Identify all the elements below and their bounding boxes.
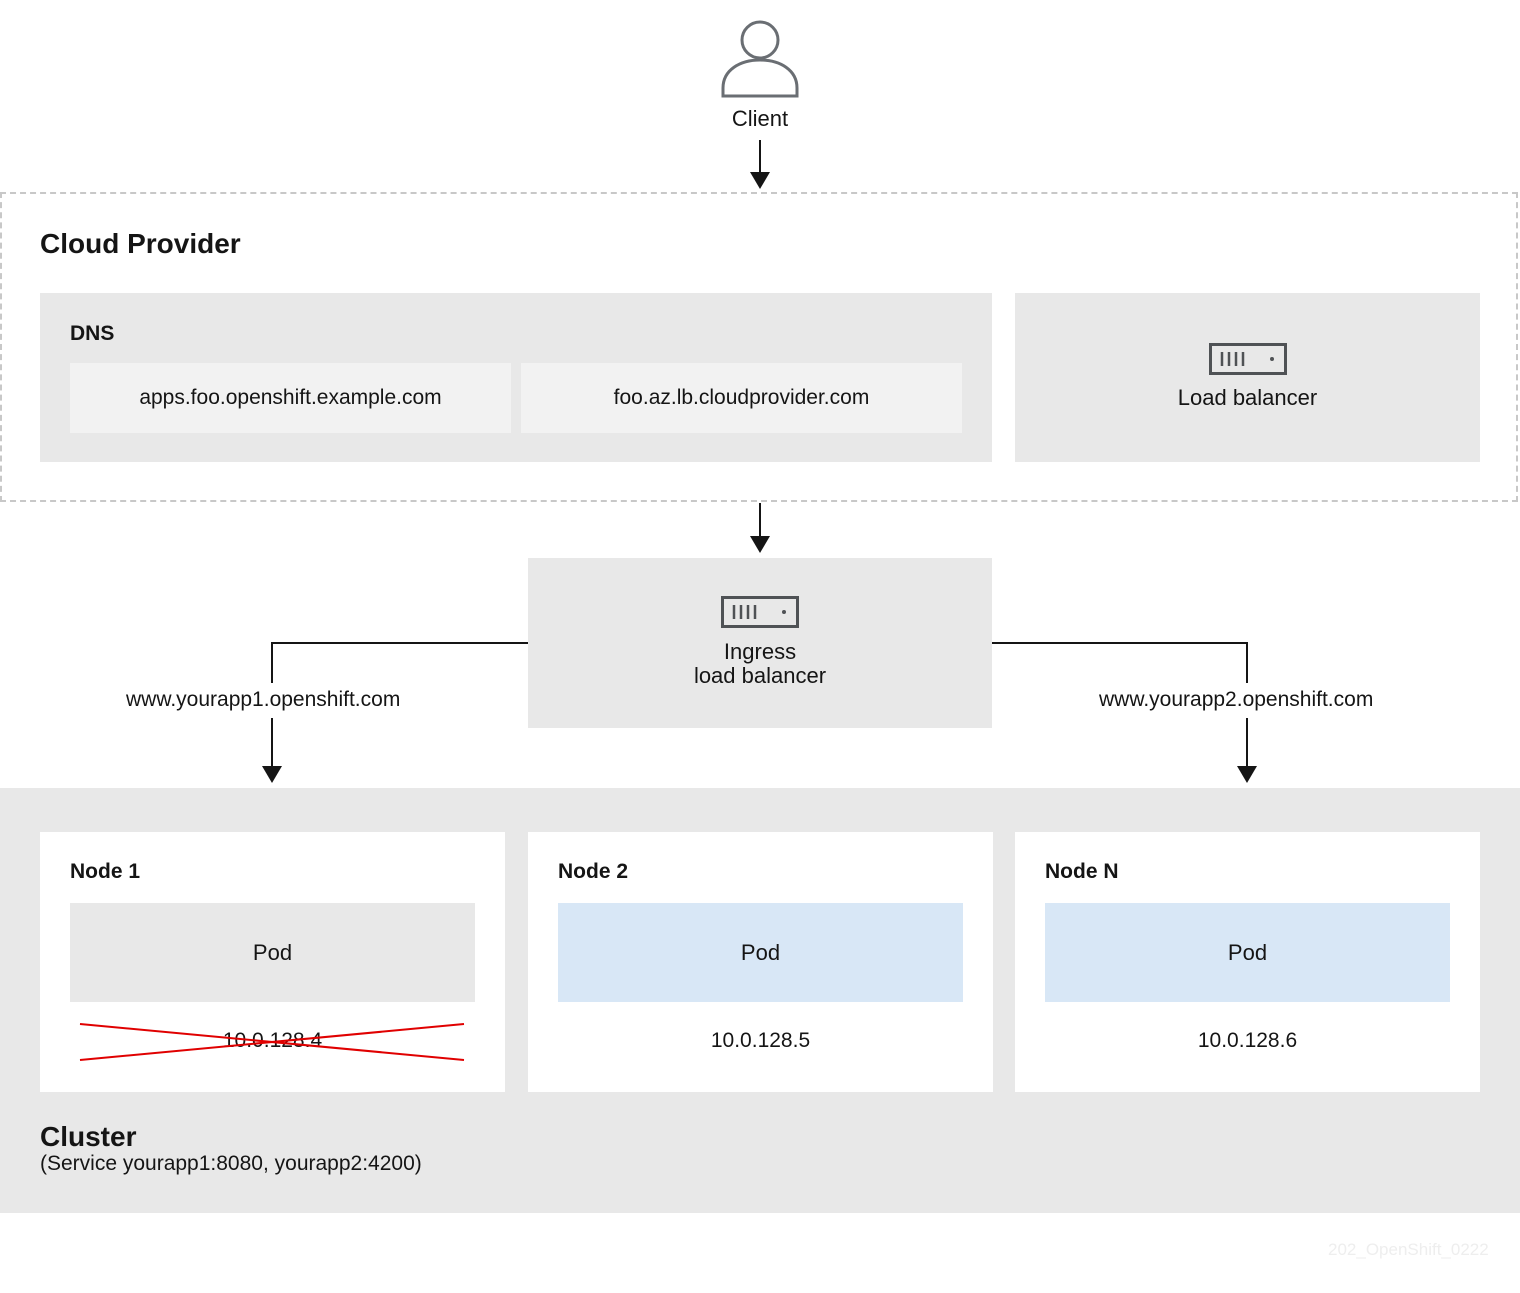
- cross-out-mark: [79, 1023, 465, 1061]
- route-label-yourapp2: www.yourapp2.openshift.com: [1099, 688, 1374, 712]
- ingress-panel: [528, 558, 992, 728]
- node-title: Node N: [1045, 860, 1119, 883]
- cluster-title: Cluster: [40, 1121, 137, 1152]
- dns-entry: foo.az.lb.cloudprovider.com: [521, 363, 962, 433]
- ingress-label: Ingress load balancer: [528, 640, 992, 688]
- noden-arrowhead: [1237, 766, 1257, 783]
- load-balancer-label: Load balancer: [1177, 385, 1318, 410]
- pod-box: Pod: [558, 903, 963, 1002]
- pod-box: Pod: [1045, 903, 1450, 1002]
- load-balancer-panel: [1015, 293, 1480, 462]
- node-title: Node 2: [558, 860, 629, 883]
- user-icon: [721, 20, 799, 98]
- pod-ip: 10.0.128.5: [710, 1029, 811, 1052]
- pod-box-inactive: Pod: [70, 903, 475, 1002]
- dns-title: DNS: [70, 322, 115, 345]
- cluster-subtitle: (Service yourapp1:8080, yourapp2:4200): [40, 1152, 422, 1175]
- node1-arrowhead: [262, 766, 282, 783]
- cloud-provider-title: Cloud Provider: [40, 228, 241, 259]
- diagram-id-watermark: 202_OpenShift_0222: [1328, 1240, 1489, 1259]
- pod-ip: 10.0.128.6: [1197, 1029, 1298, 1052]
- pod-ip-crossed-out: 10.0.128.4: [222, 1029, 323, 1052]
- server-icon: [1209, 343, 1287, 375]
- server-icon: [721, 596, 799, 628]
- cloud-provider-container: [0, 192, 1518, 502]
- node-title: Node 1: [70, 860, 141, 883]
- dns-entry: apps.foo.openshift.example.com: [70, 363, 511, 433]
- ingress-label-line1: Ingress: [723, 639, 797, 664]
- client-arrowhead: [750, 172, 770, 189]
- ingress-to-noden-line: [992, 642, 1248, 683]
- ingress-label-line2: load balancer: [693, 663, 827, 688]
- ingress-arrowhead: [750, 536, 770, 553]
- route-label-yourapp1: www.yourapp1.openshift.com: [126, 688, 401, 712]
- ingress-to-node1-line: [271, 642, 528, 683]
- client-label: Client: [731, 106, 789, 131]
